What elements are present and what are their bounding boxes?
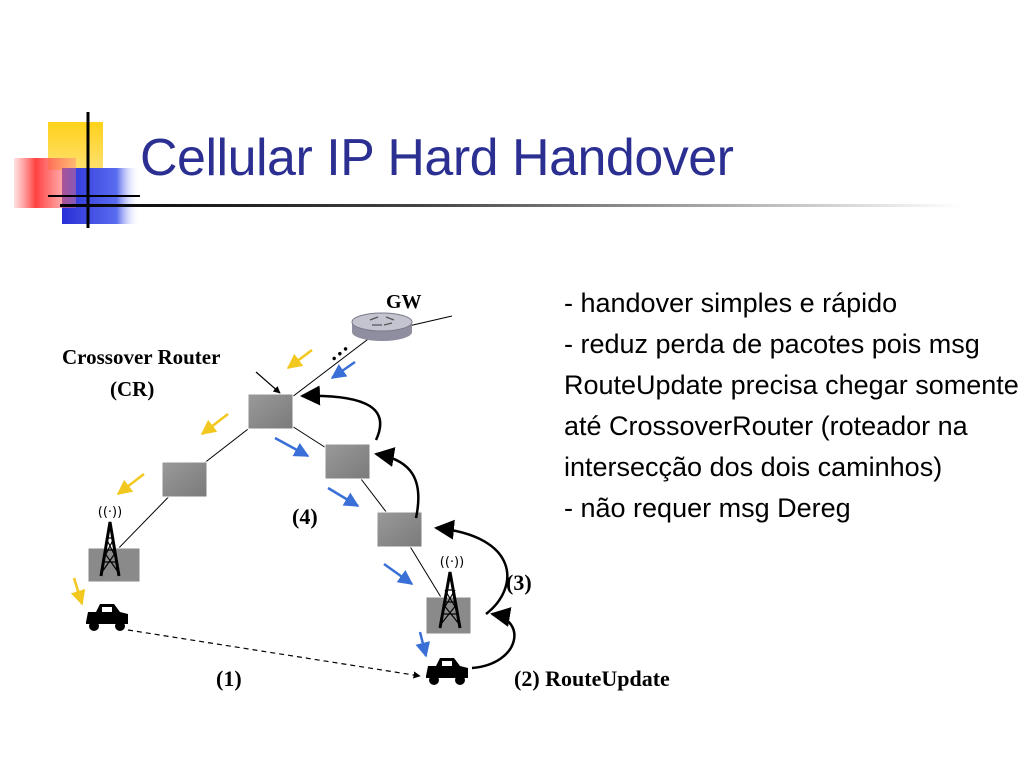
router-box-icon (161, 461, 208, 498)
crossover-router-pointer (255, 371, 281, 394)
bullet-item: - não requer msg Dereg (564, 493, 851, 523)
crossover-router-label: Crossover Router (62, 345, 220, 369)
svg-text:((·)): ((·)) (440, 555, 464, 570)
handover-movement-path (127, 629, 421, 679)
bullet-item: - handover simples e rápido (564, 288, 898, 318)
gw-label: GW (386, 291, 422, 313)
old-path-arrows (70, 349, 313, 606)
handover-diagram: ((·)) ((·)) (62, 291, 670, 691)
route-update-arrows (300, 385, 516, 670)
router-box-icon (376, 511, 423, 548)
antenna-tower-icon: ((·)) (425, 555, 472, 635)
antenna-tower-icon: ((·)) (87, 505, 141, 583)
bullet-item: - reduz perda de pacotes pois msg RouteU… (564, 329, 1019, 482)
bullet-list: - handover simples e rápido - reduz perd… (564, 283, 1020, 529)
car-icon (426, 658, 468, 685)
title-divider (60, 204, 960, 207)
dots-label: … (319, 332, 352, 365)
cr-label: (CR) (110, 377, 154, 401)
car-icon (86, 604, 128, 631)
step1-label: (1) (216, 666, 242, 691)
new-path-arrows (274, 360, 431, 658)
step4-label: (4) (292, 504, 318, 529)
slide-title: Cellular IP Hard Handover (140, 129, 734, 187)
router-gateway-icon (351, 312, 413, 341)
logo-graphic (14, 112, 140, 228)
logo-red-square (14, 158, 76, 208)
router-box-icon (324, 443, 371, 480)
svg-text:((·)): ((·)) (98, 505, 122, 520)
router-box-icon (247, 393, 294, 430)
step2-label: (2) RouteUpdate (514, 666, 670, 691)
step3-label: (3) (506, 570, 532, 595)
